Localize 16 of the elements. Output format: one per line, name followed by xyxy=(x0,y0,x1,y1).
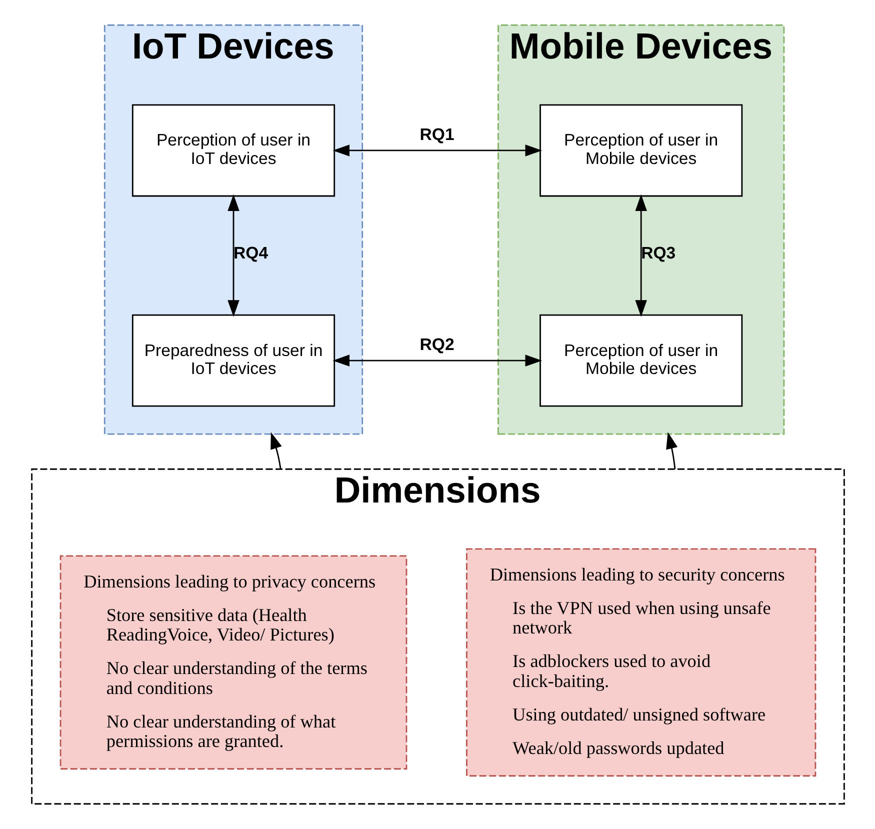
arrow xyxy=(227,194,239,317)
edge-label: RQ1 xyxy=(419,125,454,144)
arrow xyxy=(270,432,282,470)
edge-label: RQ2 xyxy=(419,335,454,354)
node-box: Dimensions leading to security concerns Is the VPN used when using unsafe network Is adblockers used to avoid click-baiting. Using outdated/ unsigned software Weak/old passwords updated xyxy=(466,548,816,777)
arrow xyxy=(332,354,542,366)
node-box: Perception of user in IoT devices xyxy=(131,104,335,197)
arrow xyxy=(634,194,646,317)
edge-label: RQ3 xyxy=(640,243,676,262)
node-box: Dimensions leading to privacy concerns Store sensitive data (Health ReadingVoice, Video/ Pictures) No clear understanding of the terms and conditions No clear understanding of what permissions are granted. xyxy=(59,555,407,770)
arrow xyxy=(666,432,678,470)
node-box: Perception of user in Mobile devices xyxy=(539,104,742,197)
edge-label: RQ4 xyxy=(233,243,268,262)
node-box: Preparedness of user in IoT devices xyxy=(131,314,335,407)
node-box: Perception of user in Mobile devices xyxy=(539,314,742,407)
arrow xyxy=(332,144,542,156)
